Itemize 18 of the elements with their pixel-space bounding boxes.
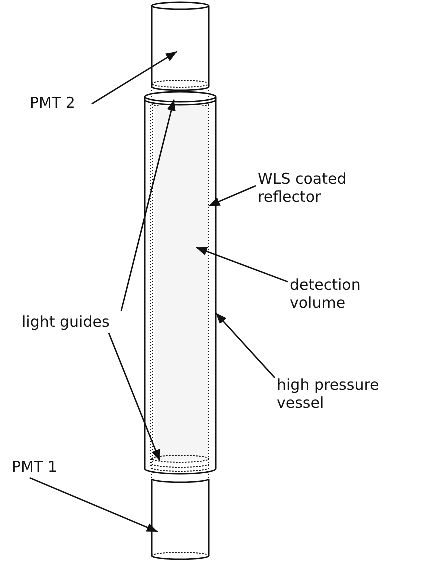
vessel-cylinder	[144, 91, 217, 475]
leader-line	[215, 312, 276, 378]
part-label: detection volume	[290, 276, 362, 312]
part-label: high pressure vessel	[277, 376, 380, 412]
leader-line	[30, 477, 158, 533]
part-label: PMT 2	[30, 94, 76, 112]
light-guide-disc	[152, 80, 210, 108]
leader-line	[120, 100, 176, 312]
leader-line	[208, 185, 256, 207]
leader-line	[196, 246, 288, 283]
pmt-cylinder	[151, 478, 210, 560]
light-guide-disc	[152, 455, 210, 478]
leader-line	[108, 332, 161, 462]
leader-line	[92, 51, 178, 105]
part-label: WLS coated reflector	[258, 170, 348, 206]
part-label: light guides	[22, 313, 111, 331]
part-label: PMT 1	[12, 458, 58, 476]
pmt-cylinder	[151, 2, 210, 92]
